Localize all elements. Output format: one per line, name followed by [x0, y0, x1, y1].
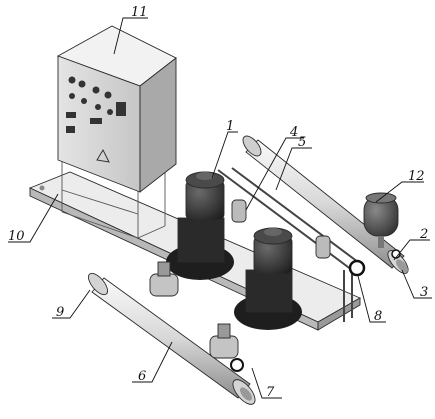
pump-front	[234, 227, 302, 330]
callout-3: 3	[420, 285, 428, 300]
callout-9: 9	[56, 305, 64, 320]
suction-manifold	[88, 272, 256, 405]
pressure-gauges	[230, 249, 401, 372]
callout-4: 4	[289, 125, 298, 140]
callout-6: 6	[138, 369, 146, 384]
leader-lines	[8, 17, 432, 399]
control-cabinet	[56, 25, 177, 193]
check-valves	[231, 199, 331, 259]
cabinet-stand	[61, 150, 166, 239]
callout-12: 12	[408, 169, 425, 184]
callout-8: 8	[374, 309, 382, 324]
callout-2: 2	[419, 227, 428, 242]
callout-7: 7	[266, 385, 275, 400]
callout-10: 10	[8, 229, 25, 244]
callout-5: 5	[298, 135, 306, 150]
discharge-manifold	[242, 135, 409, 274]
callout-1: 1	[226, 119, 234, 134]
shutoff-valves	[149, 261, 239, 359]
callout-11: 11	[131, 5, 148, 20]
expansion-tank	[363, 192, 399, 248]
panel-controls	[66, 76, 126, 133]
pump-rear	[166, 171, 234, 280]
callout-labels: 11 1 4 5 12 2 3 8 7 6 9 10	[8, 5, 428, 400]
